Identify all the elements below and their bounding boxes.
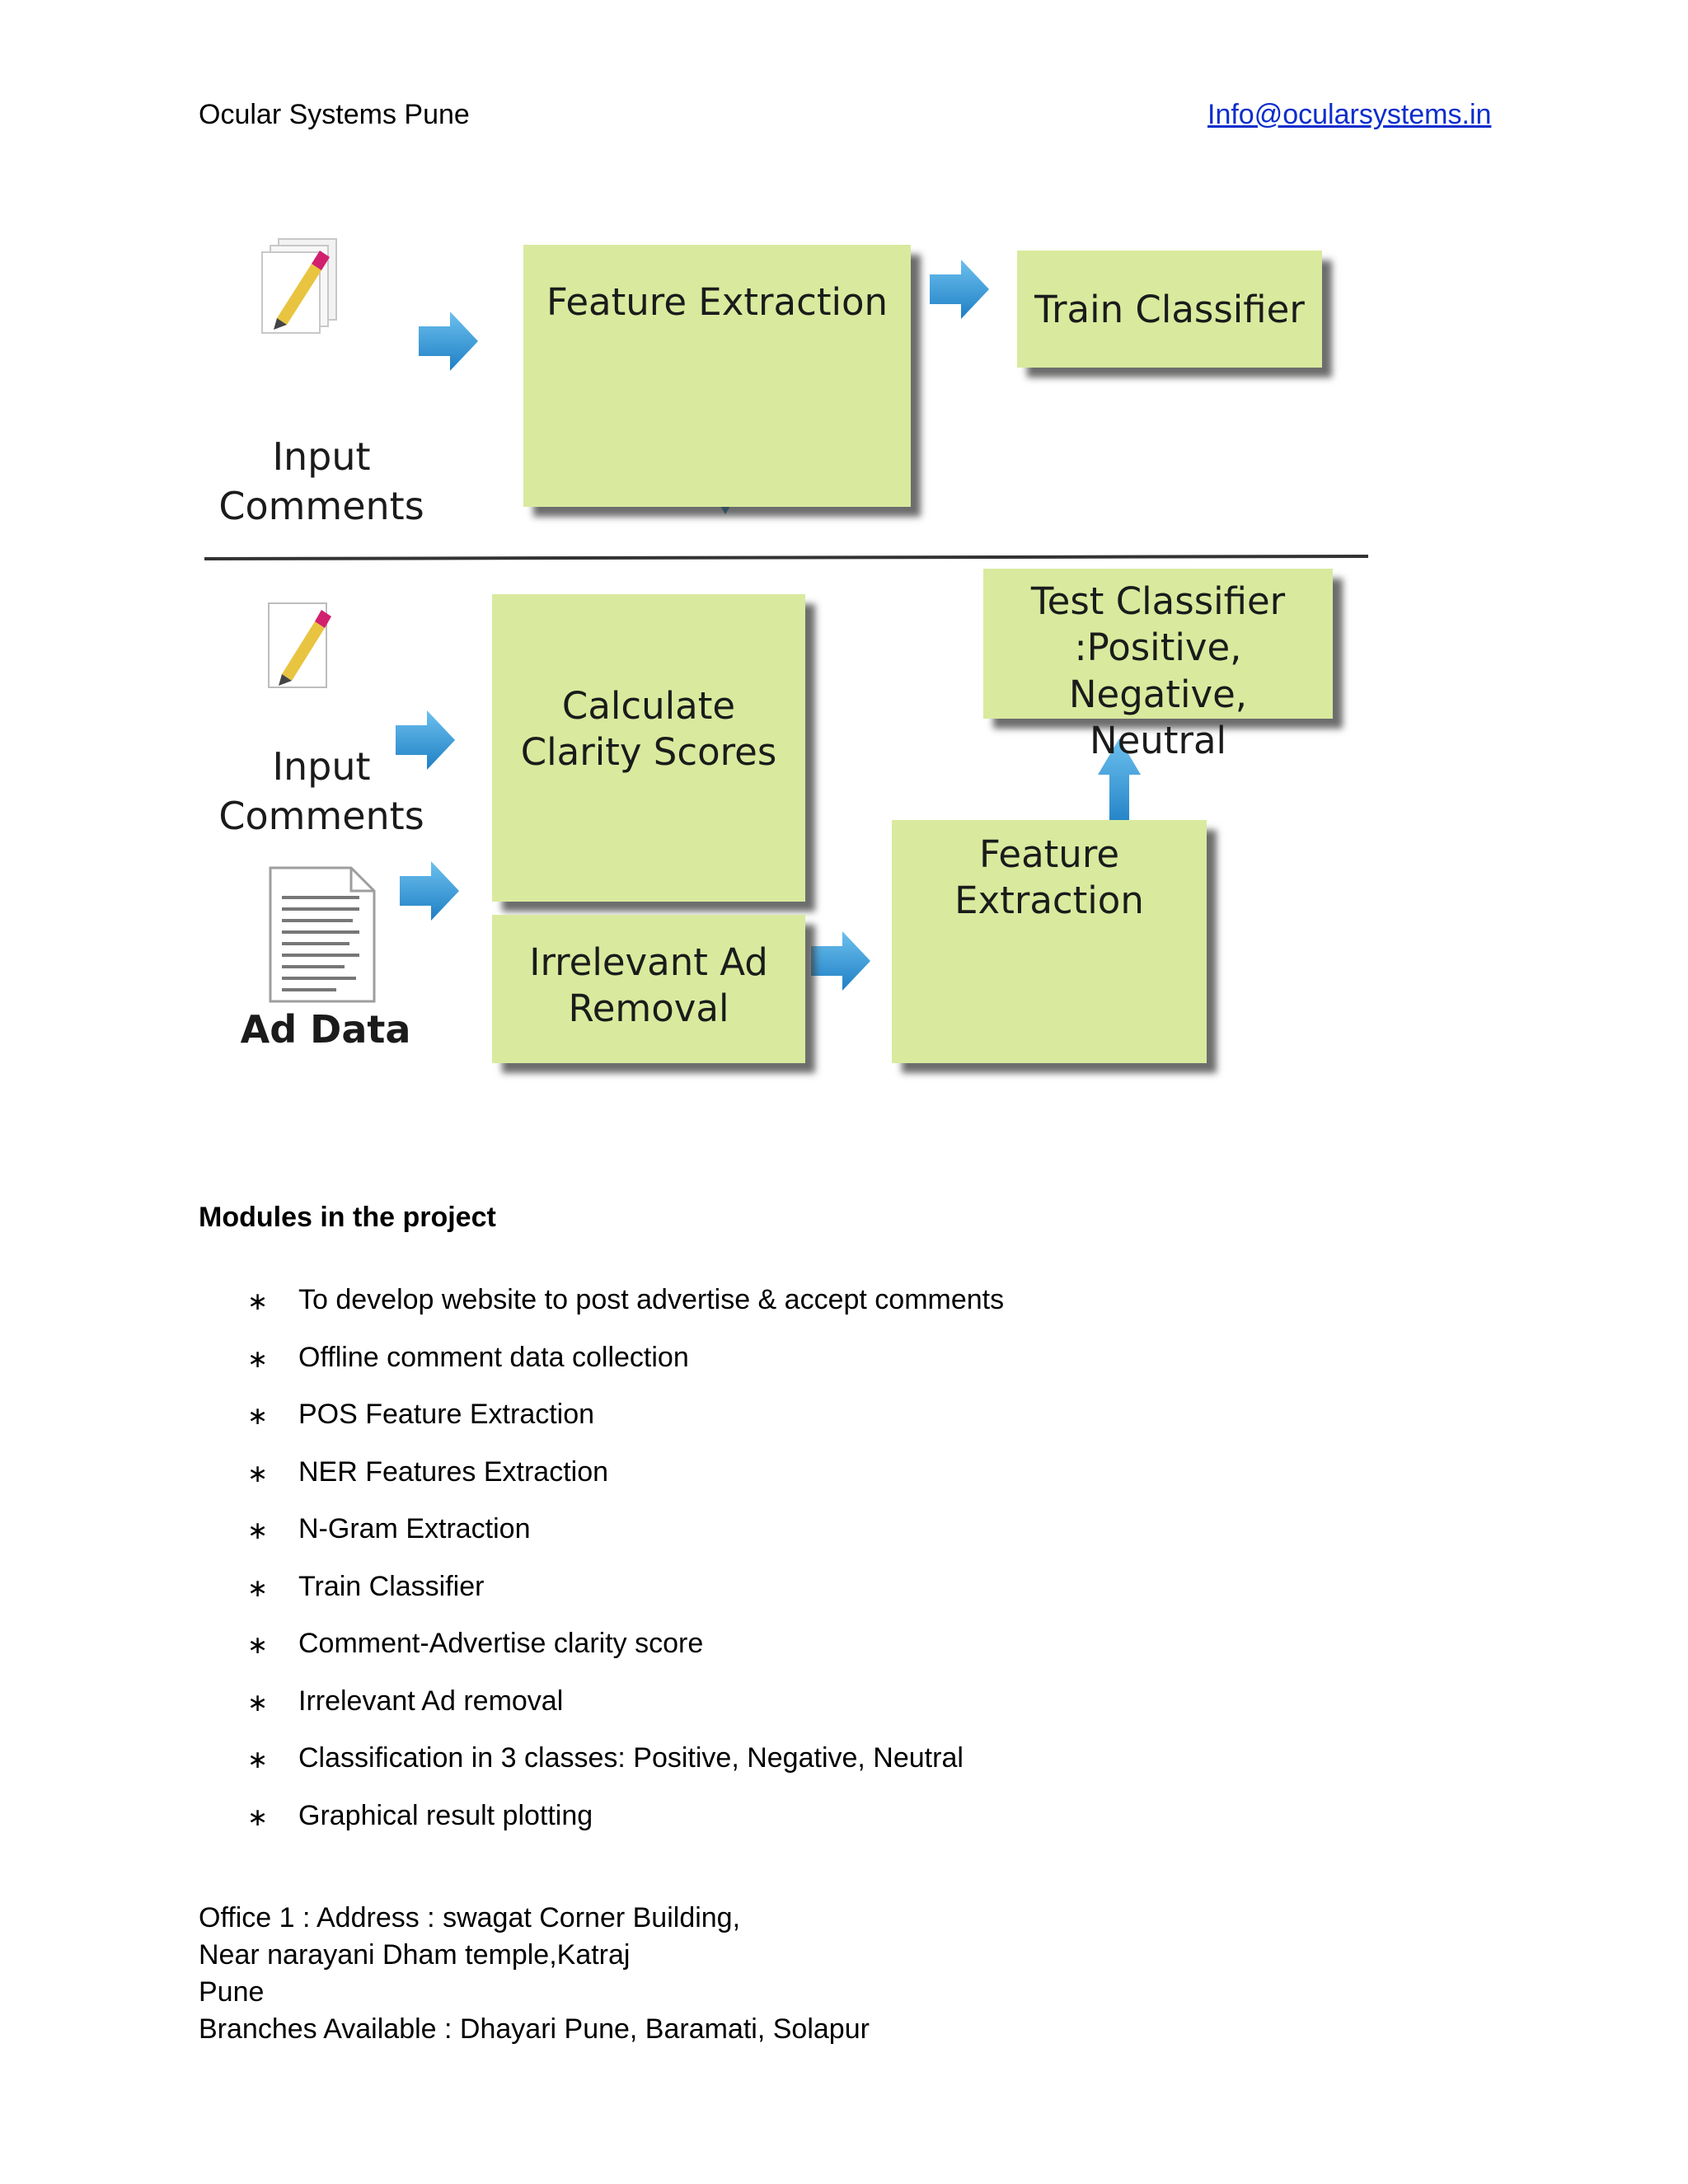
list-item: ∗ N-Gram Extraction xyxy=(247,1513,1004,1571)
input-comments-label-2: Input Comments xyxy=(198,743,445,841)
feature-extraction-label: Feature Extraction xyxy=(546,280,889,324)
list-item: ∗ Train Classifier xyxy=(247,1571,1004,1629)
list-item-text: Offline comment data collection xyxy=(298,1341,689,1373)
office-line: Pune xyxy=(199,1976,265,2008)
bullet-icon: ∗ xyxy=(247,1746,269,1774)
list-item-text: Classification in 3 classes: Positive, N… xyxy=(298,1742,964,1774)
header-company: Ocular Systems Pune xyxy=(199,99,470,130)
calculate-clarity-box: Calculate Clarity Scores xyxy=(492,594,805,902)
list-item: ∗ Graphical result plotting xyxy=(247,1800,1004,1858)
input-line1: Input xyxy=(272,744,371,789)
arrow-ad-to-calc xyxy=(400,861,459,921)
section-divider xyxy=(204,555,1369,560)
test-classifier-line3: Neutral xyxy=(1089,718,1227,762)
bullet-icon: ∗ xyxy=(247,1574,269,1602)
arrow-feature-to-train xyxy=(930,260,989,319)
irrelevant-ad-removal-box: Irrelevant Ad Removal xyxy=(492,915,805,1063)
feature-extraction-test-box: Feature Extraction xyxy=(892,820,1207,1063)
input-line2: Comments xyxy=(218,793,424,838)
ad-data-document-icon xyxy=(269,866,376,1003)
branches-line: Branches Available : Dhayari Pune, Baram… xyxy=(199,2013,870,2045)
bullet-icon: ∗ xyxy=(247,1403,269,1430)
calculate-line2: Clarity Scores xyxy=(520,730,777,775)
list-item: ∗ POS Feature Extraction xyxy=(247,1399,1004,1456)
input-line1: Input xyxy=(272,434,371,479)
test-classifier-box: Test Classifier :Positive, Negative, Neu… xyxy=(983,569,1333,762)
arrow-removal-to-feature xyxy=(811,931,870,991)
ad-data-label: Ad Data xyxy=(240,1007,411,1052)
flow-diagram: Feature Extraction Train Classifier Test… xyxy=(198,223,1393,1088)
train-classifier-box: Train Classifier xyxy=(1017,251,1322,368)
list-item-text: Irrelevant Ad removal xyxy=(298,1685,564,1717)
list-item: ∗ Irrelevant Ad removal xyxy=(247,1685,1004,1743)
test-classifier-line2: :Positive, Negative, xyxy=(1068,626,1248,716)
irrelevant-line1: Irrelevant Ad xyxy=(529,940,768,984)
bullet-icon: ∗ xyxy=(247,1689,269,1717)
list-item: ∗ Classification in 3 classes: Positive, … xyxy=(247,1742,1004,1800)
test-classifier-line1: Test Classifier xyxy=(1030,579,1286,623)
bullet-icon: ∗ xyxy=(247,1632,269,1659)
list-item-text: Graphical result plotting xyxy=(298,1799,593,1831)
arrow-feature-to-test xyxy=(1098,738,1141,829)
list-item-text: NER Features Extraction xyxy=(298,1455,609,1488)
feature-extraction-box: Feature Extraction xyxy=(523,245,911,507)
list-item-text: Train Classifier xyxy=(298,1570,485,1602)
train-classifier-label: Train Classifier xyxy=(1034,288,1305,331)
input-comments-icon xyxy=(261,238,337,334)
bullet-icon: ∗ xyxy=(247,1460,269,1488)
office-address: Office 1 : Address : swagat Corner Build… xyxy=(199,1900,870,2048)
input-comments-label-1: Input Comments xyxy=(198,433,445,532)
input-comments-icon-2 xyxy=(268,602,331,688)
modules-list: ∗ To develop website to post advertise & … xyxy=(247,1284,1004,1857)
feature-extraction-test-label: Feature Extraction xyxy=(954,832,1144,923)
list-item: ∗ To develop website to post advertise & … xyxy=(247,1284,1004,1342)
modules-heading: Modules in the project xyxy=(199,1202,496,1233)
list-item-text: POS Feature Extraction xyxy=(298,1399,595,1430)
bullet-icon: ∗ xyxy=(247,1345,269,1373)
header-email-link[interactable]: Info@ocularsystems.in xyxy=(1207,99,1492,130)
bullet-icon: ∗ xyxy=(247,1517,269,1544)
list-item-text: Comment-Advertise clarity score xyxy=(298,1628,704,1659)
arrow-input-to-feature xyxy=(419,312,478,371)
list-item: ∗ NER Features Extraction xyxy=(247,1456,1004,1514)
calculate-line1: Calculate xyxy=(561,684,736,728)
office-line: Office 1 : Address : swagat Corner Build… xyxy=(199,1902,741,1933)
office-line: Near narayani Dham temple,Katraj xyxy=(199,1939,631,1971)
list-item: ∗ Comment-Advertise clarity score xyxy=(247,1628,1004,1685)
bullet-icon: ∗ xyxy=(247,1288,269,1315)
list-item-text: To develop website to post advertise & a… xyxy=(298,1284,1005,1315)
list-item-text: N-Gram Extraction xyxy=(298,1513,531,1544)
irrelevant-line2: Removal xyxy=(568,987,729,1031)
input-line2: Comments xyxy=(218,483,424,528)
list-item: ∗ Offline comment data collection xyxy=(247,1342,1004,1399)
bullet-icon: ∗ xyxy=(247,1803,269,1831)
